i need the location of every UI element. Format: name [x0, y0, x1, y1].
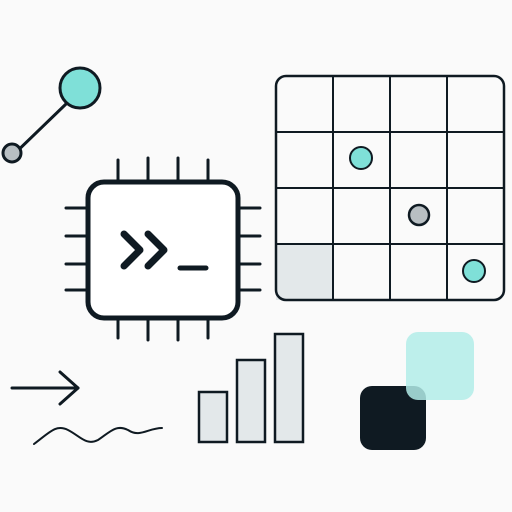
bar-2 — [235, 358, 267, 444]
wave-line-icon — [33, 426, 163, 445]
grid-dot-teal — [462, 259, 486, 283]
node-large-circle — [58, 66, 102, 110]
chip-pins-bottom — [116, 316, 210, 342]
grid-dot-teal — [349, 146, 373, 170]
arrow-right-icon — [10, 370, 80, 406]
bar-chart-icon — [197, 332, 305, 444]
grid-board-icon — [274, 74, 506, 302]
chip-pins-top — [116, 156, 210, 184]
bar-3 — [273, 332, 305, 444]
overlapping-squares-icon — [360, 332, 474, 450]
terminal-chip-icon — [64, 156, 262, 342]
grid-dot-gray — [407, 203, 431, 227]
chip-pins-left — [64, 206, 90, 292]
chip-pins-right — [236, 206, 262, 292]
bar-1 — [197, 390, 229, 444]
grid-shaded-cell — [276, 244, 332, 300]
node-small-circle — [1, 142, 23, 164]
node-link-icon — [1, 66, 102, 164]
square-dark — [360, 386, 426, 450]
square-teal — [406, 332, 474, 400]
terminal-prompt-icon — [120, 230, 209, 271]
grid-lines — [276, 76, 504, 300]
